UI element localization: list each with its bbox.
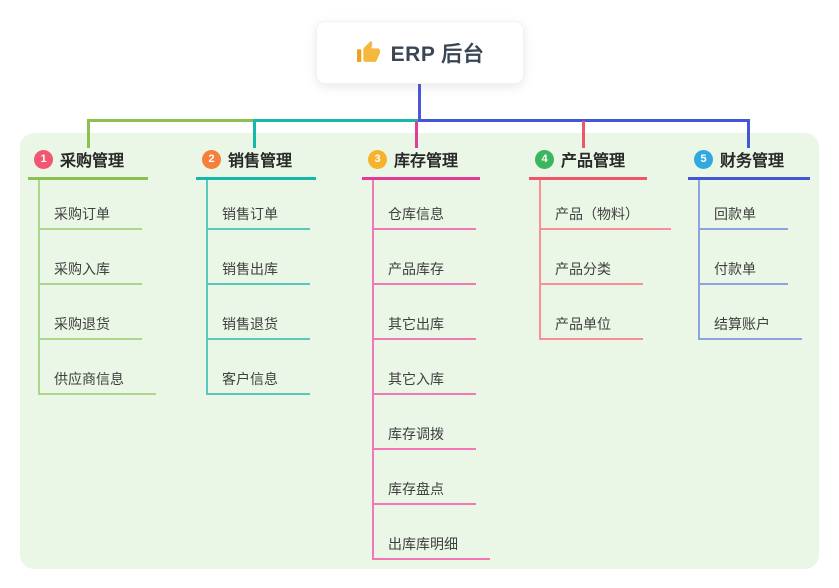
branch-number-badge: 4 xyxy=(535,149,554,169)
child-underline xyxy=(372,283,476,285)
child-underline xyxy=(38,393,156,395)
branch-drop-line xyxy=(747,121,750,148)
child-node-3-4[interactable]: 其它入库 xyxy=(388,371,444,387)
branch-spine-line xyxy=(206,180,208,395)
root-node[interactable]: ERP 后台 xyxy=(316,21,524,84)
root-title: ERP 后台 xyxy=(390,42,485,66)
child-node-2-4[interactable]: 客户信息 xyxy=(222,371,278,387)
child-node-1-3[interactable]: 采购退货 xyxy=(54,316,110,332)
child-node-1-4[interactable]: 供应商信息 xyxy=(54,371,124,387)
child-node-3-7[interactable]: 出库库明细 xyxy=(388,536,458,552)
child-underline xyxy=(372,503,476,505)
child-node-1-2[interactable]: 采购入库 xyxy=(54,261,110,277)
child-underline xyxy=(206,283,310,285)
branch-label: 库存管理 xyxy=(394,153,459,170)
branch-number-badge: 1 xyxy=(34,149,53,169)
child-underline xyxy=(539,228,671,230)
branch-node-1[interactable]: 1 采购管理 xyxy=(34,148,124,170)
child-underline xyxy=(698,228,788,230)
child-node-5-1[interactable]: 回款单 xyxy=(714,206,756,222)
branch-spine-line xyxy=(698,180,700,340)
child-node-5-2[interactable]: 付款单 xyxy=(714,261,756,277)
child-underline xyxy=(698,283,788,285)
child-underline xyxy=(372,448,476,450)
child-underline xyxy=(206,338,310,340)
branch-number-badge: 3 xyxy=(368,149,387,169)
bus-line-left-green xyxy=(87,119,256,122)
child-underline xyxy=(372,393,476,395)
branch-label: 采购管理 xyxy=(60,153,125,170)
branch-label: 产品管理 xyxy=(561,153,626,170)
child-node-3-6[interactable]: 库存盘点 xyxy=(388,481,444,497)
child-underline xyxy=(38,228,142,230)
branch-drop-line xyxy=(415,121,418,148)
child-underline xyxy=(206,393,310,395)
child-node-3-2[interactable]: 产品库存 xyxy=(388,261,444,277)
child-node-3-3[interactable]: 其它出库 xyxy=(388,316,444,332)
root-stem-line xyxy=(418,81,421,122)
bus-line-mid-teal xyxy=(253,119,418,122)
child-node-4-1[interactable]: 产品（物料） xyxy=(555,206,639,222)
branch-underline xyxy=(362,177,480,180)
child-underline xyxy=(372,228,476,230)
thumbs-up-icon xyxy=(356,40,381,65)
branch-spine-line xyxy=(539,180,541,340)
child-underline xyxy=(539,338,643,340)
branch-node-3[interactable]: 3 库存管理 xyxy=(368,148,458,170)
child-node-2-1[interactable]: 销售订单 xyxy=(222,206,278,222)
bus-line-right-blue xyxy=(418,119,750,122)
branch-underline xyxy=(196,177,316,180)
branch-underline xyxy=(28,177,148,180)
branch-underline xyxy=(688,177,810,180)
branches-panel xyxy=(20,133,819,569)
branch-drop-line xyxy=(253,121,256,148)
branch-node-2[interactable]: 2 销售管理 xyxy=(202,148,292,170)
branch-spine-line xyxy=(38,180,40,395)
child-node-5-3[interactable]: 结算账户 xyxy=(714,316,770,332)
child-underline xyxy=(698,338,802,340)
branch-label: 财务管理 xyxy=(720,153,785,170)
child-underline xyxy=(38,338,142,340)
child-underline xyxy=(38,283,142,285)
child-underline xyxy=(539,283,643,285)
branch-number-badge: 2 xyxy=(202,149,221,169)
branch-underline xyxy=(529,177,647,180)
child-node-1-1[interactable]: 采购订单 xyxy=(54,206,110,222)
child-underline xyxy=(372,338,476,340)
branch-node-4[interactable]: 4 产品管理 xyxy=(535,148,625,170)
child-node-4-3[interactable]: 产品单位 xyxy=(555,316,611,332)
branch-node-5[interactable]: 5 财务管理 xyxy=(694,148,784,170)
child-node-3-5[interactable]: 库存调拨 xyxy=(388,426,444,442)
child-node-2-3[interactable]: 销售退货 xyxy=(222,316,278,332)
branch-drop-line xyxy=(87,121,90,148)
branch-spine-line xyxy=(372,180,374,560)
child-node-2-2[interactable]: 销售出库 xyxy=(222,261,278,277)
child-underline xyxy=(206,228,310,230)
child-node-3-1[interactable]: 仓库信息 xyxy=(388,206,444,222)
child-underline xyxy=(372,558,490,560)
branch-number-badge: 5 xyxy=(694,149,713,169)
branch-label: 销售管理 xyxy=(228,153,293,170)
child-node-4-2[interactable]: 产品分类 xyxy=(555,261,611,277)
branch-drop-line xyxy=(582,121,585,148)
